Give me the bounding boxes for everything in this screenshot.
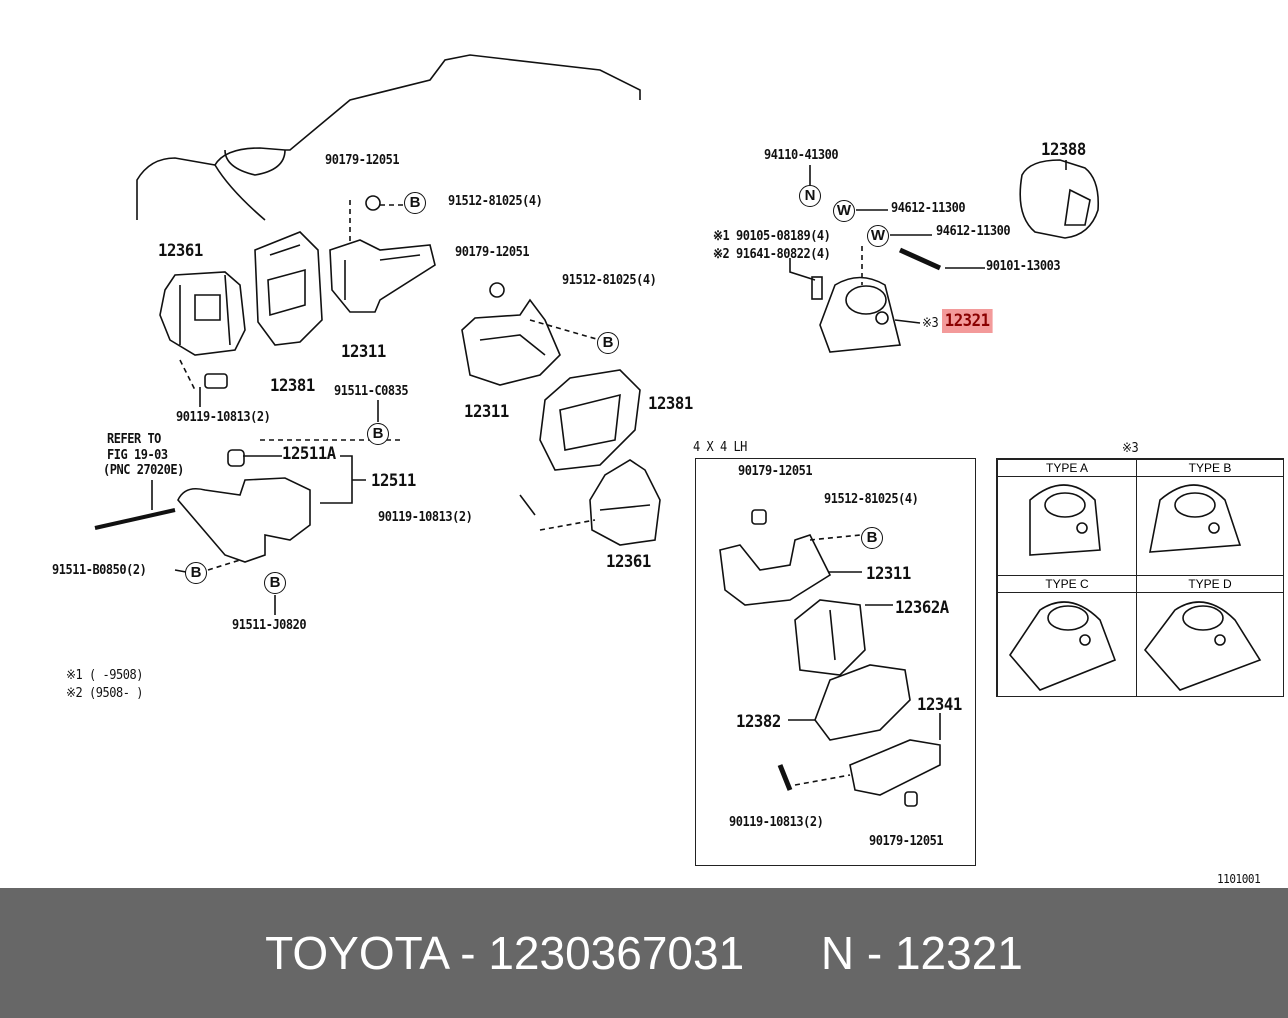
refer-note: FIG 19-03: [107, 448, 168, 463]
part-12361-mid: [589, 459, 661, 546]
part-12361-left: [159, 271, 246, 356]
type-header: TYPE A: [998, 460, 1136, 477]
part-label: 12341: [917, 695, 962, 715]
b-symbol: B: [185, 562, 207, 584]
types-mark: ※3: [1122, 441, 1139, 456]
part-label: 12311: [464, 402, 509, 422]
part-label: 90101-13003: [986, 259, 1061, 274]
part-12311-mid: [461, 298, 561, 386]
type-header: TYPE D: [1137, 576, 1283, 593]
type-header: TYPE C: [998, 576, 1136, 593]
parts-diagram: 90179-12051 B 91512-81025(4) 12361 12381…: [52, 54, 1284, 886]
part-label: 12311: [341, 342, 386, 362]
part-12381-mid: [539, 369, 641, 471]
part-12311-left: [329, 239, 436, 313]
part-label: ※1 90105-08189(4): [713, 229, 831, 244]
note-2: ※2 (9508- ): [66, 686, 143, 701]
diagram-drawing: [94, 54, 1262, 807]
refer-note: (PNC 27020E): [103, 463, 184, 478]
w-symbol: W: [867, 225, 889, 247]
inset-part-12362a: [794, 599, 866, 676]
n-symbol: N: [799, 185, 821, 207]
part-label: 12388: [1041, 140, 1086, 160]
part-12388: [1019, 159, 1100, 239]
part-label: 94612-11300: [936, 224, 1011, 239]
part-label: 91511-B0850(2): [52, 563, 147, 578]
footer-bar: TOYOTA - 1230367031 N - 12321: [0, 888, 1288, 1018]
type-mark: ※3: [922, 316, 939, 331]
type-cell: TYPE B: [1136, 459, 1284, 576]
brand-part-number: TOYOTA - 1230367031: [265, 927, 745, 979]
engine-outline: [136, 54, 641, 220]
type-table: TYPE A TYPE B TYPE C TYPE D: [996, 458, 1284, 697]
figure-id: 1101001: [1217, 872, 1261, 886]
note-1: ※1 ( -9508): [66, 668, 143, 683]
inset-title: 4 X 4 LH: [693, 440, 747, 455]
part-label: 90119-10813(2): [729, 815, 824, 830]
inset-part-12341: [849, 739, 941, 796]
part-label: ※2 91641-80822(4): [713, 247, 831, 262]
part-label: 12361: [158, 241, 203, 261]
inset-part-12382: [814, 664, 911, 741]
part-label: 12361: [606, 552, 651, 572]
part-label: 91511-C0835: [334, 384, 409, 399]
highlighted-part-12321[interactable]: 12321: [942, 309, 993, 333]
part-label: 12362A: [895, 598, 949, 618]
inset-part-12311: [719, 534, 832, 606]
part-label: 12511: [371, 471, 416, 491]
footer-spacer: [744, 926, 821, 980]
part-label: 91512-81025(4): [448, 194, 543, 209]
part-label: 91512-81025(4): [562, 273, 657, 288]
type-cell: TYPE C: [997, 575, 1137, 697]
part-label: 12511A: [282, 444, 336, 464]
part-label: 90119-10813(2): [378, 510, 473, 525]
type-cell: TYPE D: [1136, 575, 1284, 697]
part-label: 12381: [648, 394, 693, 414]
part-label: 12311: [866, 564, 911, 584]
part-label: 12381: [270, 376, 315, 396]
inset-4x4-lh: [695, 458, 976, 866]
type-mount-drawings: [1008, 484, 1262, 691]
part-label: 90179-12051: [738, 464, 813, 479]
part-label: 90179-12051: [869, 834, 944, 849]
part-12511: [177, 477, 311, 563]
type-cell: TYPE A: [997, 459, 1137, 576]
b-symbol: B: [264, 572, 286, 594]
w-symbol: W: [833, 200, 855, 222]
part-label: 90179-12051: [325, 153, 400, 168]
type-header: TYPE B: [1137, 460, 1283, 477]
part-12321: [819, 276, 902, 353]
part-label: 90119-10813(2): [176, 410, 271, 425]
part-label: 94110-41300: [764, 148, 839, 163]
b-symbol: B: [367, 423, 389, 445]
part-12381-left: [254, 231, 323, 346]
b-symbol: B: [404, 192, 426, 214]
reference-number: N - 12321: [820, 927, 1023, 979]
b-symbol: B: [861, 527, 883, 549]
b-symbol: B: [597, 332, 619, 354]
part-label: 12382: [736, 712, 781, 732]
refer-note: REFER TO: [107, 432, 161, 447]
part-label: 94612-11300: [891, 201, 966, 216]
part-label: 90179-12051: [455, 245, 530, 260]
part-label: 91512-81025(4): [824, 492, 919, 507]
part-label: 91511-J0820: [232, 618, 307, 633]
